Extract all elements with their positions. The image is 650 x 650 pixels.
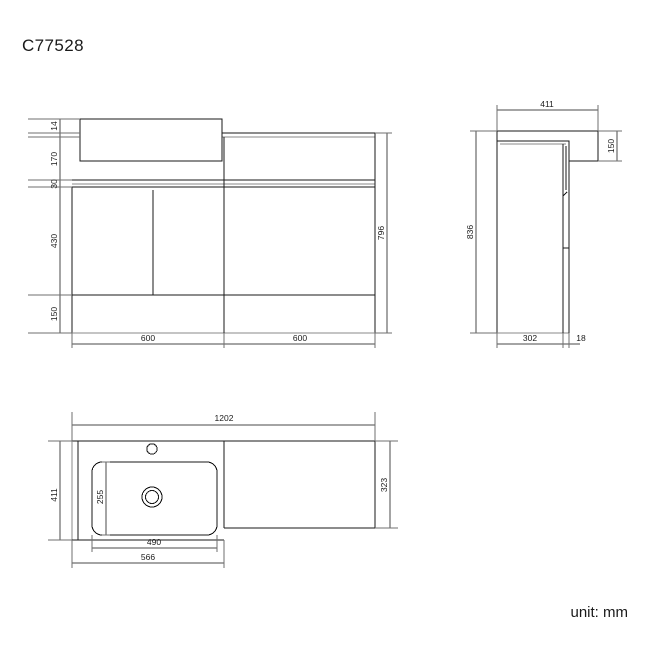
plan-view-geometry bbox=[71, 440, 376, 541]
side-right-dimension bbox=[598, 130, 622, 162]
page-title: C77528 bbox=[22, 36, 84, 55]
side-left-dimension bbox=[470, 130, 497, 334]
plan-inner-255-dimension bbox=[102, 461, 110, 536]
plan-dim-1202: 1202 bbox=[215, 413, 234, 423]
side-dim-150: 150 bbox=[606, 139, 616, 153]
unit-note: unit: mm bbox=[570, 604, 628, 621]
front-dim-170: 170 bbox=[49, 152, 59, 166]
front-dim-600-right: 600 bbox=[293, 333, 307, 343]
side-top-dimension bbox=[496, 105, 599, 131]
front-bottom-dimension bbox=[71, 333, 376, 348]
plan-right-dimension bbox=[375, 440, 398, 529]
front-right-dimension bbox=[375, 132, 392, 334]
plan-left-411-dimension bbox=[48, 440, 72, 541]
front-dim-430: 430 bbox=[49, 234, 59, 248]
front-left-dimension-chain bbox=[28, 118, 80, 334]
side-elevation-geometry bbox=[496, 130, 599, 334]
side-bottom-dimension bbox=[496, 333, 580, 348]
side-dim-411: 411 bbox=[540, 99, 554, 109]
plan-top-dimension bbox=[71, 412, 376, 441]
plan-dim-323: 323 bbox=[379, 478, 389, 492]
front-dim-30: 30 bbox=[49, 179, 59, 189]
plan-dim-255: 255 bbox=[95, 490, 105, 504]
plan-dim-566: 566 bbox=[141, 552, 155, 562]
front-dim-14: 14 bbox=[49, 121, 59, 131]
front-elevation-geometry bbox=[71, 118, 376, 334]
front-dim-796: 796 bbox=[376, 226, 386, 240]
plan-dim-490: 490 bbox=[147, 537, 161, 547]
plan-dim-411: 411 bbox=[49, 488, 59, 502]
plan-bottom-dimension bbox=[71, 535, 225, 568]
side-dim-836: 836 bbox=[465, 225, 475, 239]
front-dim-150: 150 bbox=[49, 307, 59, 321]
side-dim-18: 18 bbox=[576, 333, 586, 343]
side-dim-302: 302 bbox=[523, 333, 537, 343]
front-dim-600-left: 600 bbox=[141, 333, 155, 343]
